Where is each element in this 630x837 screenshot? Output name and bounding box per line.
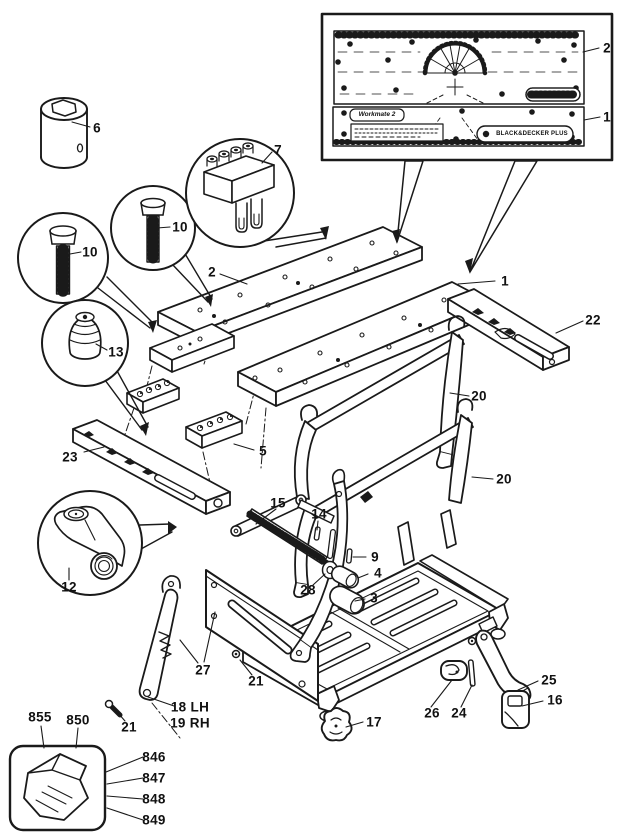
callout-h-frame-lower: 20: [496, 471, 512, 487]
callout-crank-rod: 15: [270, 495, 286, 511]
caster-foot-17: [320, 707, 353, 742]
callout-board-rear: 2: [208, 264, 216, 280]
callout-screw-21-base: 21: [248, 673, 264, 689]
balloon-bolt-left: [17, 212, 157, 333]
callout-washer-28: 28: [300, 582, 316, 598]
callout-pin-9: 9: [371, 549, 379, 565]
base-tray: [242, 509, 509, 722]
brand-badge: [476, 125, 574, 143]
callout-kit-850: 850: [66, 712, 90, 728]
callout-cap-26: 26: [424, 705, 440, 721]
brand-label: BLACK&DECKER PLUS: [496, 131, 568, 137]
pin-9: [345, 548, 353, 564]
callout-inset-board-top: 2: [603, 40, 611, 56]
callout-leg-left-lh: 18 LH: [170, 699, 210, 715]
callout-swivel-grip: 7: [274, 142, 282, 158]
knob-icon: [68, 311, 102, 360]
callout-pin-14: 14: [311, 506, 327, 522]
callout-screw-21-leg: 21: [121, 719, 137, 735]
peg-block-b: [185, 411, 243, 449]
leg-left: [138, 575, 181, 701]
spacer-4: [330, 565, 360, 589]
callout-board-front: 1: [501, 273, 509, 289]
callout-leg-left-rh: 19 RH: [170, 715, 210, 731]
hardware-bag: [8, 744, 107, 832]
bolt-icon: [49, 225, 77, 298]
rail-left-23: [72, 419, 231, 515]
tread-grooves: [272, 577, 458, 676]
callout-clamp-nut: 12: [61, 579, 77, 595]
clamp-nut-icon: [53, 505, 126, 580]
foot-pad-16: [501, 690, 530, 729]
callout-kit-855: 855: [28, 709, 52, 725]
workmate-label: Workmate 2: [358, 110, 396, 118]
callout-spring: 27: [195, 662, 211, 678]
callout-bolt-left: 10: [82, 244, 98, 260]
leader-triangle-right: [469, 160, 538, 273]
bolt-icon: [140, 197, 166, 264]
callout-spacer-sleeve: 6: [93, 120, 101, 136]
h-frame-lower: [293, 398, 474, 599]
side-panel-left: [205, 569, 319, 702]
callout-leg-right: 25: [541, 672, 557, 688]
callout-spacer-4: 4: [374, 565, 382, 581]
spring-27: [158, 631, 172, 659]
pin-14: [313, 526, 321, 541]
brand-dot-icon: [482, 130, 490, 138]
leader-triangle-left: [396, 160, 424, 243]
leg-right-25: [475, 629, 532, 701]
cap-26: [440, 660, 468, 681]
callout-rail-left: 23: [62, 449, 78, 465]
callout-peg-block: 5: [259, 443, 267, 459]
callout-foot-pad: 16: [547, 692, 563, 708]
protractor-icon: [422, 40, 488, 104]
callout-inset-board-bottom: 1: [603, 109, 611, 125]
callout-h-frame-upper: 20: [471, 388, 487, 404]
inset-panel: [320, 12, 614, 274]
roller-3: [329, 585, 365, 615]
callout-knob: 13: [108, 344, 124, 360]
callout-rail-right: 22: [585, 312, 601, 328]
balloon-bolt-right: [110, 185, 213, 307]
callout-pin-24: 24: [451, 705, 467, 721]
callout-bolt-right: 10: [172, 219, 188, 235]
callout-roller-3: 3: [370, 590, 378, 606]
spacer-sleeve-6: [40, 97, 88, 169]
workmate-badge: [349, 108, 405, 122]
leader-lines: [40, 47, 601, 821]
callout-kit-849: 849: [142, 812, 166, 828]
balloon-knob: [41, 299, 149, 436]
pin-24: [467, 659, 476, 687]
callout-kit-846: 846: [142, 749, 166, 765]
jaw-block: [149, 323, 235, 373]
lever-assembly: [230, 468, 373, 663]
callout-caster-foot: 17: [366, 714, 382, 730]
board-rear: [157, 226, 423, 346]
rear-strip: [419, 554, 509, 611]
inset-board-top-view-2: [333, 30, 585, 105]
callout-kit-847: 847: [142, 770, 166, 786]
callout-kit-848: 848: [142, 791, 166, 807]
screw-21-base: [231, 649, 241, 659]
swivel-grip-icon: [203, 142, 275, 233]
rail-right-22: [447, 288, 570, 371]
board-front: [237, 281, 491, 407]
inset-board-bottom-view-1: [332, 106, 585, 147]
balloon-clamp-nut: [37, 490, 177, 596]
peg-block-a: [126, 378, 180, 414]
balloon-swivel-grip: [185, 138, 329, 248]
